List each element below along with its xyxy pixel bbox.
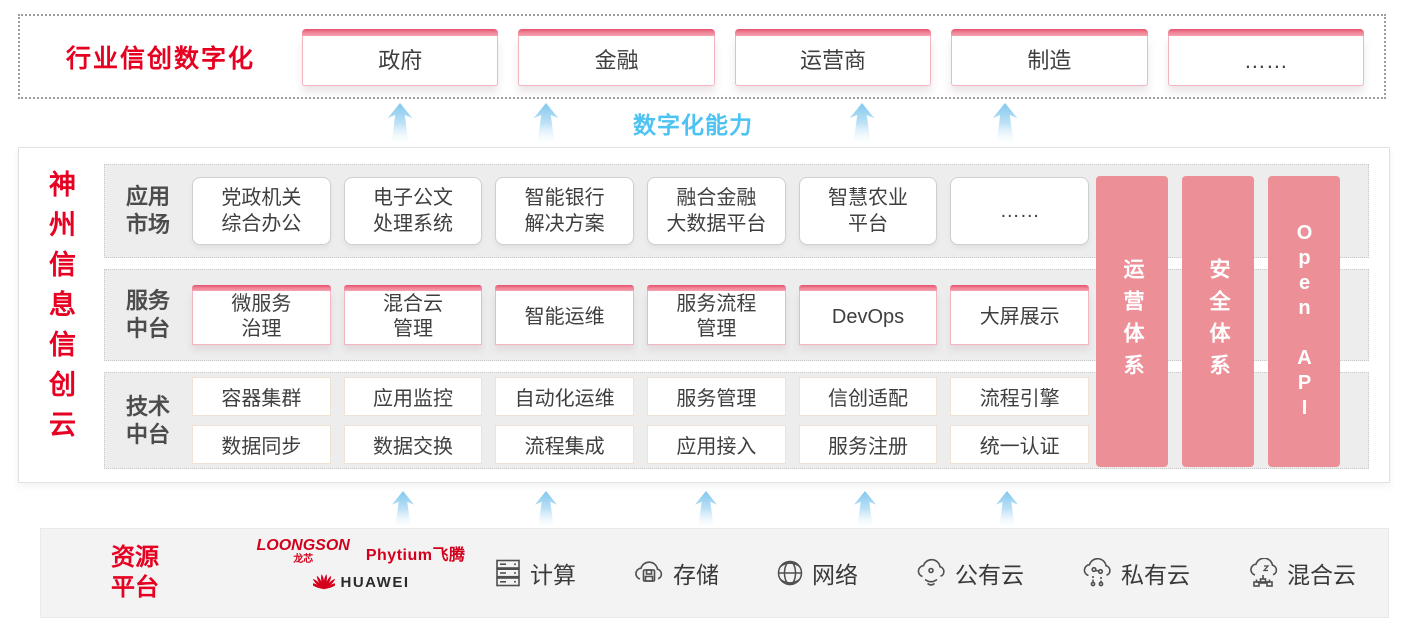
- industry-items: 政府 金融 运营商 制造 ……: [302, 29, 1365, 86]
- tech-box-app-access: 应用接入: [647, 425, 786, 464]
- tech-box-unified-auth: 统一认证: [950, 425, 1090, 464]
- digital-capability-label: 数字化能力: [633, 112, 753, 138]
- industry-item-government: 政府: [302, 29, 499, 86]
- industry-item-finance: 金融: [518, 29, 716, 86]
- tech-row-bottom: 数据同步 数据交换 流程集成 应用接入 服务注册 统一认证: [192, 425, 1090, 464]
- huawei-logo: HUAWEI: [211, 573, 511, 591]
- up-arrow-icon: [387, 103, 413, 143]
- resource-items: 计算 存储 网络: [481, 529, 1368, 617]
- app-box-more: ……: [950, 177, 1090, 245]
- app-box-smart-banking: 智能银行 解决方案: [495, 177, 635, 245]
- app-market-items: 党政机关 综合办公 电子公文 处理系统 智能银行 解决方案 融合金融 大数据平台…: [192, 177, 1090, 245]
- resource-item-label: 网络: [812, 562, 858, 588]
- tech-box-data-exchange: 数据交换: [343, 425, 483, 464]
- hybrid-cloud-icon: [1250, 558, 1278, 587]
- row-label-app-market: 应用 市场: [125, 184, 170, 237]
- resource-item-label: 公有云: [955, 562, 1024, 588]
- resource-item-private-cloud: 私有云: [1080, 556, 1190, 590]
- platform-box: 神州信息信创云 应用 市场 党政机关 综合办公 电子公文 处理系统 智能银行 解…: [18, 147, 1390, 483]
- app-box-smart-agriculture: 智慧农业 平台: [798, 177, 938, 245]
- compute-icon: [496, 559, 520, 587]
- app-box-finance-bigdata: 融合金融 大数据平台: [647, 177, 786, 245]
- svc-box-hybrid-cloud-mgmt: 混合云 管理: [343, 284, 483, 345]
- resource-band: 资源 平台 LOONGSON 龙芯 Phytium飞腾: [40, 528, 1389, 618]
- up-arrow-icon: [992, 103, 1018, 143]
- row-label-service-platform: 服务 中台: [125, 288, 170, 341]
- loongson-logo-text: LOONGSON: [256, 537, 350, 554]
- resource-item-label: 计算: [530, 562, 576, 588]
- tech-platform-band: 技术 中台 容器集群 应用监控 自动化运维 服务管理 信创适配 流程引擎 数据同…: [104, 372, 1369, 469]
- loongson-logo-cn-text: 龙芯: [293, 554, 314, 565]
- up-arrow-icon: [694, 491, 718, 527]
- svc-box-service-process-mgmt: 服务流程 管理: [647, 284, 786, 345]
- up-arrow-icon: [853, 491, 877, 527]
- tech-box-xinchuang-adaptation: 信创适配: [798, 377, 938, 416]
- industry-band-title: 行业信创数字化: [66, 44, 256, 73]
- app-box-party-gov-office: 党政机关 综合办公: [192, 177, 331, 245]
- resource-item-network: 网络: [775, 556, 858, 590]
- public-cloud-icon: [917, 558, 945, 586]
- vendor-logos: LOONGSON 龙芯 Phytium飞腾 HUAWEI: [211, 538, 511, 591]
- industry-item-more: ……: [1167, 29, 1365, 86]
- svc-box-intelligent-ops: 智能运维: [495, 284, 635, 345]
- tech-box-process-engine: 流程引擎: [950, 377, 1090, 416]
- huawei-flower-icon: [312, 574, 335, 590]
- network-icon: [777, 560, 803, 586]
- industry-item-manufacturing: 制造: [951, 29, 1149, 86]
- tech-row-top: 容器集群 应用监控 自动化运维 服务管理 信创适配 流程引擎: [192, 377, 1090, 416]
- resource-item-compute: 计算: [493, 556, 576, 590]
- up-arrow-icon: [849, 103, 875, 143]
- tech-box-process-integration: 流程集成: [495, 425, 635, 464]
- resource-band-title: 资源 平台: [111, 544, 159, 601]
- tech-box-container-cluster: 容器集群: [192, 377, 331, 416]
- storage-icon: [635, 561, 663, 582]
- pillar-security-system: 安全体系: [1182, 176, 1254, 467]
- pillar-open-api: Open API: [1268, 176, 1340, 467]
- private-cloud-icon: [1083, 558, 1111, 587]
- tech-box-app-monitoring: 应用监控: [343, 377, 483, 416]
- loongson-logo: LOONGSON 龙芯: [257, 538, 350, 565]
- tech-box-data-sync: 数据同步: [192, 425, 331, 464]
- tech-box-service-mgmt: 服务管理: [647, 377, 786, 416]
- up-arrow-icon: [533, 103, 559, 143]
- svc-box-microservice-governance: 微服务 治理: [192, 284, 331, 345]
- tech-box-service-registry: 服务注册: [798, 425, 938, 464]
- resource-item-label: 存储: [673, 562, 719, 588]
- resource-item-storage: 存储: [632, 556, 719, 590]
- up-arrow-icon: [995, 491, 1019, 527]
- phytium-logo: Phytium飞腾: [365, 547, 466, 564]
- resource-item-label: 私有云: [1121, 562, 1190, 588]
- svc-box-devops: DevOps: [798, 284, 938, 345]
- row-label-tech-platform: 技术 中台: [125, 393, 170, 447]
- up-arrow-icon: [391, 491, 415, 527]
- service-platform-items: 微服务 治理 混合云 管理 智能运维 服务流程 管理 DevOps 大屏展示: [192, 284, 1090, 345]
- resource-item-label: 混合云: [1287, 562, 1356, 588]
- svc-box-dashboard-display: 大屏展示: [950, 284, 1090, 345]
- platform-side-title: 神州信息信创云: [45, 170, 75, 450]
- industry-item-operator: 运营商: [734, 29, 932, 86]
- tech-platform-items: 容器集群 应用监控 自动化运维 服务管理 信创适配 流程引擎 数据同步 数据交换…: [192, 377, 1090, 464]
- pillar-operation-system: 运营体系: [1096, 176, 1168, 467]
- resource-item-public-cloud: 公有云: [914, 556, 1024, 590]
- service-platform-band: 服务 中台 微服务 治理 混合云 管理 智能运维 服务流程 管理 DevOps …: [104, 269, 1369, 361]
- up-arrow-icon: [534, 491, 558, 527]
- tech-box-automated-ops: 自动化运维: [495, 377, 635, 416]
- app-market-band: 应用 市场 党政机关 综合办公 电子公文 处理系统 智能银行 解决方案 融合金融…: [104, 164, 1369, 258]
- vendor-row: LOONGSON 龙芯 Phytium飞腾: [211, 538, 511, 565]
- huawei-logo-text: HUAWEI: [340, 573, 410, 591]
- app-box-edoc-system: 电子公文 处理系统: [343, 177, 483, 245]
- industry-band: 行业信创数字化 政府 金融 运营商 制造 ……: [18, 14, 1386, 99]
- resource-item-hybrid-cloud: 混合云: [1246, 556, 1356, 590]
